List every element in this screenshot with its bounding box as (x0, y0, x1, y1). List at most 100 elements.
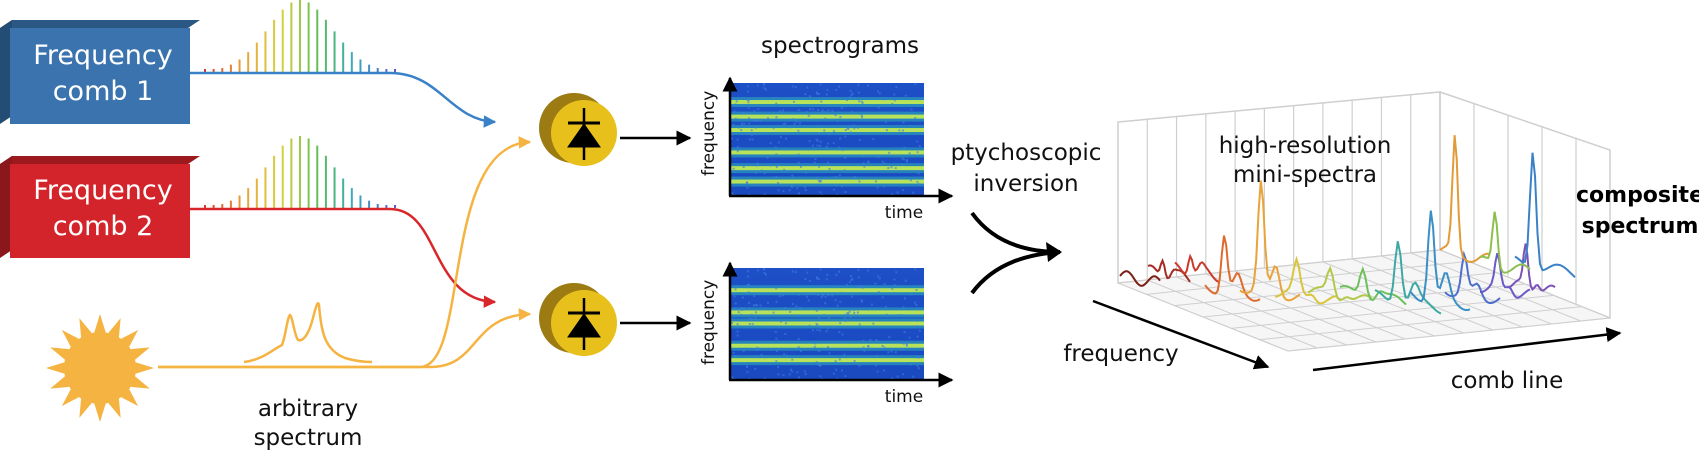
spectrogram-noise (736, 146, 739, 149)
spectrogram-noise (791, 358, 794, 361)
spectrogram-noise (816, 92, 819, 95)
spectrogram-noise (817, 179, 820, 182)
spectrogram-noise (748, 317, 751, 320)
spectrogram-noise (861, 101, 864, 104)
spectrogram-noise (782, 307, 785, 310)
composite-label-line1: composite (1576, 183, 1699, 208)
spectrogram-noise (751, 323, 754, 326)
spectrogram-noise (760, 169, 763, 172)
sun-ray (94, 314, 106, 333)
spectrogram-noise (841, 149, 844, 152)
spectrogram-noise (779, 320, 782, 323)
spectrogram-noise (766, 301, 769, 304)
spectrogram-noise (751, 138, 754, 141)
spectrogram-noise (891, 102, 894, 105)
spectrogram-noise (813, 345, 816, 348)
spectrogram-noise (754, 126, 757, 129)
spectrogram-noise (750, 129, 753, 132)
spectrogram-noise (756, 346, 759, 349)
spectrogram-noise (797, 161, 800, 164)
spectrogram-noise (793, 123, 796, 126)
spectrogram-noise (808, 140, 811, 143)
spectrogram-noise (862, 155, 865, 158)
spectrogram-noise (784, 122, 787, 125)
spectrogram-noise (857, 268, 860, 271)
spectrogram-noise (756, 269, 759, 272)
spectrogram-noise (909, 179, 912, 182)
spectrogram-noise (861, 286, 864, 289)
spectrogram-noise (817, 132, 820, 135)
spectrogram-noise (832, 372, 835, 375)
spectrogram-noise (763, 356, 766, 359)
source-beam-upper (158, 136, 532, 369)
spectrogram-noise (748, 122, 751, 125)
spectrogram-noise (870, 118, 873, 121)
spectrogram-noise (819, 191, 822, 194)
spectrogram-noise (815, 176, 818, 179)
spectrogram-2-xlabel: time (885, 387, 923, 407)
sun-ray (108, 398, 121, 418)
spectrogram-noise (736, 334, 739, 337)
spectrogram-noise (835, 88, 838, 91)
spectrogram-noise (884, 121, 887, 124)
spectrogram-noise (894, 167, 897, 170)
spectrogram-noise (763, 83, 766, 86)
spectrogram-noise (878, 92, 881, 95)
spectrogram-noise (815, 91, 818, 94)
spectrogram-noise (805, 355, 808, 358)
spectrogram-noise (804, 93, 807, 96)
spectrogram-noise (867, 160, 870, 163)
spectrogram-noise (917, 172, 920, 175)
spectrogram-noise (834, 114, 837, 117)
spectrogram-noise (891, 287, 894, 290)
spectrogram-noise (858, 180, 861, 183)
spectrogram-noise (785, 354, 788, 357)
spectrogram-noise (736, 150, 739, 153)
spectrogram-noise (817, 278, 820, 281)
spectrogram-noise (836, 304, 839, 307)
spectrogram-noise (896, 191, 899, 194)
spectrogram-noise (750, 318, 753, 321)
spectrogram-noise (819, 329, 822, 332)
spectrogram-noise (875, 154, 878, 157)
spectrogram-noise (817, 93, 820, 96)
spectrogram-noise (735, 100, 738, 103)
spectrogram-noise (872, 322, 875, 325)
spectrogram-noise (843, 169, 846, 172)
spectrogram-noise (828, 352, 831, 355)
spectrogram-noise (755, 348, 758, 351)
spectrogram-noise (839, 322, 842, 325)
spectrogram-noise (856, 311, 859, 314)
spectrogram-noise (814, 158, 817, 161)
spectrogram-noise (731, 318, 734, 321)
spectrogram-noise (844, 313, 847, 316)
spectrogram-noise (848, 126, 851, 129)
spectrogram-noise (734, 171, 737, 174)
spectrogram-noise (902, 189, 905, 192)
comb-line-axis-arrow (1312, 327, 1622, 372)
spectrogram-noise (848, 281, 851, 284)
spectrogram-noise (778, 110, 781, 113)
spectrogram-noise (740, 313, 743, 316)
spectrogram-noise (902, 306, 905, 309)
spectrogram-noise (914, 301, 917, 304)
spectrogram-noise (735, 285, 738, 288)
spectrogram-noise (769, 348, 772, 351)
spectrogram-noise (849, 274, 852, 277)
spectrogram-noise (754, 317, 757, 320)
spectrogram-noise (901, 129, 904, 132)
spectrogram-noise (838, 85, 841, 88)
spectrogram-noise (811, 329, 814, 332)
spectrogram-noise (763, 268, 766, 271)
spectrogram-noise (827, 317, 830, 320)
spectrogram-noise (763, 87, 766, 90)
spectrogram-noise (745, 365, 748, 368)
spectrogram-noise (769, 326, 772, 329)
spectrogram-noise (883, 98, 886, 101)
spectrogram-noise (747, 106, 750, 109)
spectrogram-noise (838, 270, 841, 273)
spectrogram-noise (775, 165, 778, 168)
comb-1-label-line2: comb 1 (53, 76, 154, 107)
arbitrary-spectrum-curve (243, 301, 373, 364)
spectrogram-noise (784, 322, 787, 325)
